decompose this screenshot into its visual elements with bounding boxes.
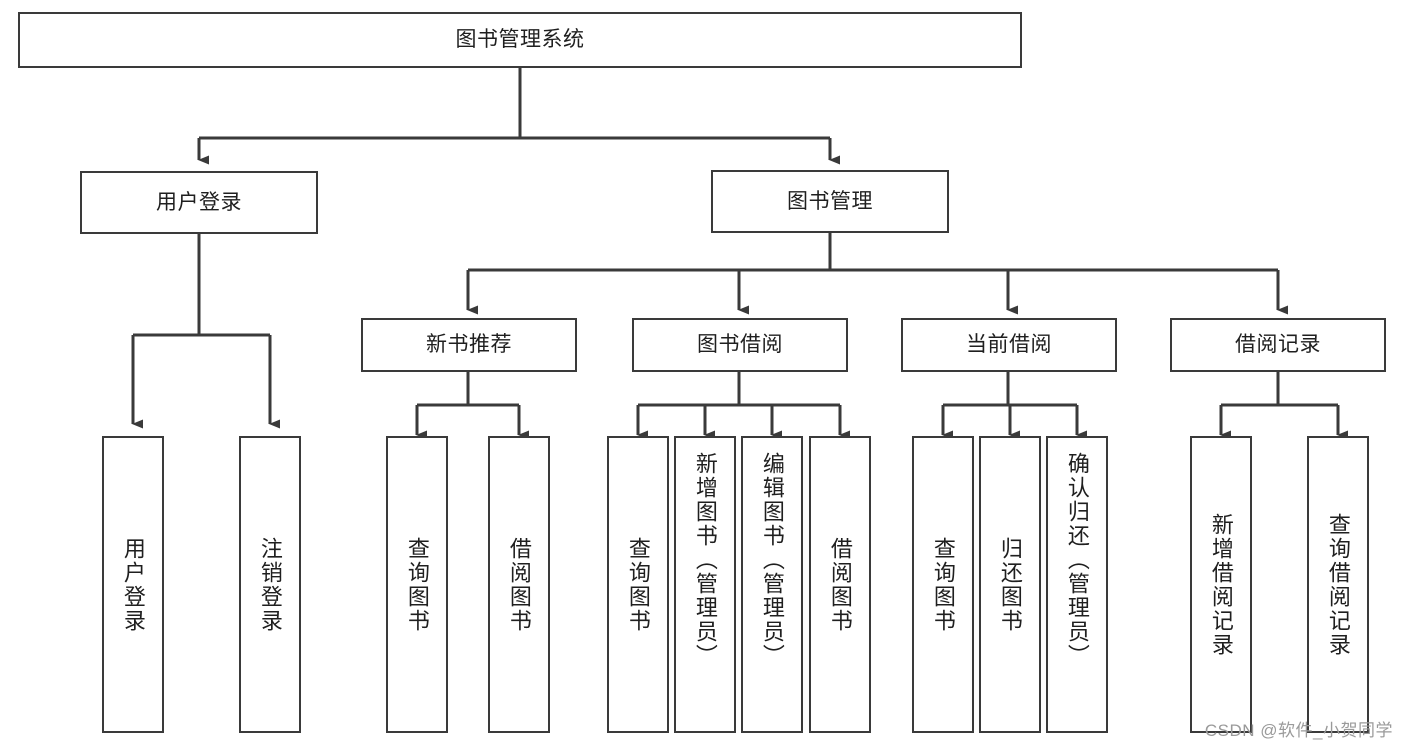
- node-user-login[interactable]: 用户登录: [80, 171, 318, 234]
- leaf-user-login-signin-label: 用户登录: [120, 536, 146, 633]
- leaf-borrow-record-query-label: 查询借阅记录: [1325, 512, 1351, 657]
- leaf-borrow-record-add-label: 新增借阅记录: [1208, 512, 1234, 657]
- leaf-user-login-signout-label: 注销登录: [257, 536, 283, 633]
- leaf-book-borrow-lend[interactable]: 借阅图书: [809, 436, 871, 733]
- leaf-new-book-query-label: 查询图书: [404, 536, 430, 633]
- leaf-borrow-record-query[interactable]: 查询借阅记录: [1307, 436, 1369, 733]
- node-new-book-recommend-label: 新书推荐: [426, 333, 512, 357]
- node-book-borrow-label: 图书借阅: [697, 333, 783, 357]
- node-new-book-recommend[interactable]: 新书推荐: [361, 318, 577, 372]
- leaf-new-book-borrow-label: 借阅图书: [506, 536, 532, 633]
- leaf-user-login-signin[interactable]: 用户登录: [102, 436, 164, 733]
- leaf-current-borrow-confirm[interactable]: 确认归还（管理员）: [1046, 436, 1108, 733]
- node-borrow-record[interactable]: 借阅记录: [1170, 318, 1386, 372]
- leaf-user-login-signout[interactable]: 注销登录: [239, 436, 301, 733]
- node-book-borrow[interactable]: 图书借阅: [632, 318, 848, 372]
- leaf-new-book-query[interactable]: 查询图书: [386, 436, 448, 733]
- leaf-current-borrow-return-label: 归还图书: [997, 536, 1023, 633]
- node-user-login-label: 用户登录: [156, 190, 242, 214]
- leaf-current-borrow-return[interactable]: 归还图书: [979, 436, 1041, 733]
- node-root-system[interactable]: 图书管理系统: [18, 12, 1022, 68]
- node-current-borrow-label: 当前借阅: [966, 333, 1052, 357]
- leaf-current-borrow-query-label: 查询图书: [930, 536, 956, 633]
- leaf-book-borrow-query-label: 查询图书: [625, 536, 651, 633]
- node-book-management-label: 图书管理: [787, 189, 873, 213]
- leaf-book-borrow-lend-label: 借阅图书: [827, 536, 853, 633]
- leaf-book-borrow-edit-label: 编辑图书（管理员）: [759, 452, 785, 668]
- leaf-book-borrow-edit[interactable]: 编辑图书（管理员）: [741, 436, 803, 733]
- leaf-book-borrow-add-label: 新增图书（管理员）: [692, 452, 718, 668]
- leaf-book-borrow-add[interactable]: 新增图书（管理员）: [674, 436, 736, 733]
- node-root-system-label: 图书管理系统: [455, 28, 585, 52]
- csdn-watermark: CSDN @软件_小贺同学: [1204, 721, 1393, 740]
- leaf-book-borrow-query[interactable]: 查询图书: [607, 436, 669, 733]
- leaf-current-borrow-confirm-label: 确认归还（管理员）: [1064, 452, 1090, 668]
- leaf-current-borrow-query[interactable]: 查询图书: [912, 436, 974, 733]
- node-borrow-record-label: 借阅记录: [1235, 333, 1321, 357]
- leaf-borrow-record-add[interactable]: 新增借阅记录: [1190, 436, 1252, 733]
- node-book-management[interactable]: 图书管理: [711, 170, 949, 233]
- node-current-borrow[interactable]: 当前借阅: [901, 318, 1117, 372]
- leaf-new-book-borrow[interactable]: 借阅图书: [488, 436, 550, 733]
